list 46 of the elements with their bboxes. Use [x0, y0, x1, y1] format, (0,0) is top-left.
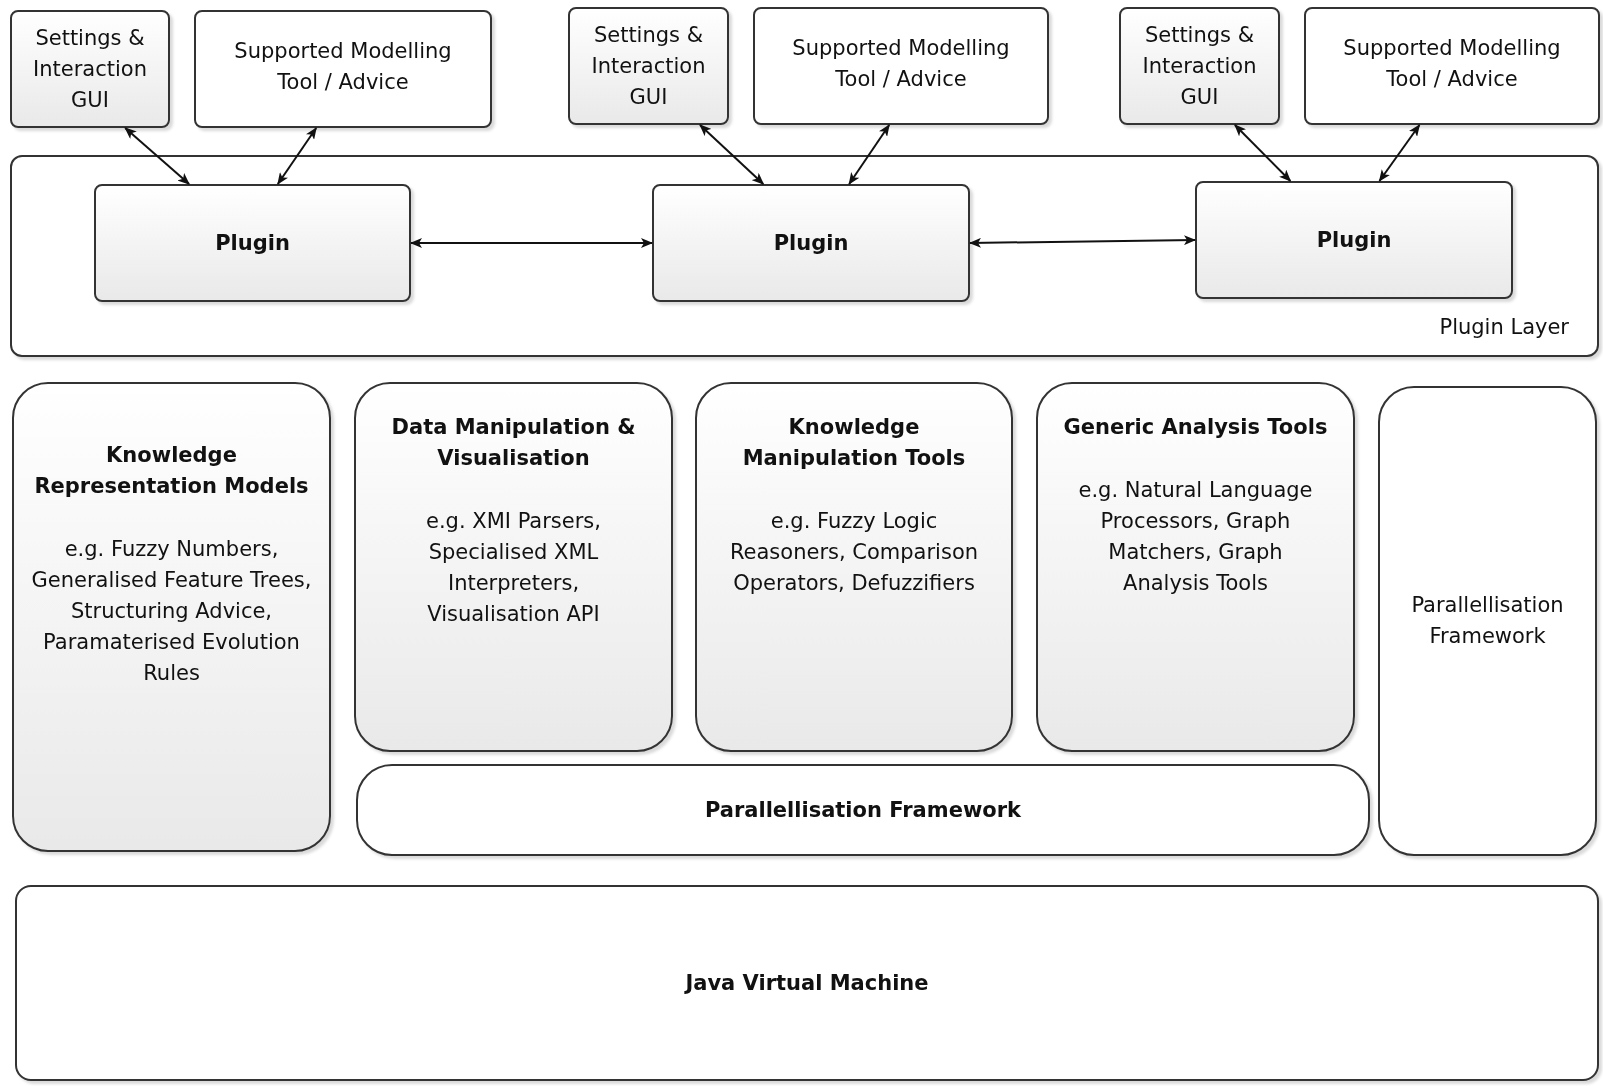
double-arrow	[1378, 124, 1421, 182]
heading-text: Plugin	[773, 229, 849, 257]
component-box	[1119, 7, 1280, 125]
double-arrow	[848, 124, 891, 185]
heading-text: Knowledge Representation Models	[33, 442, 310, 500]
body-text: Settings & Interaction GUI	[1141, 21, 1258, 111]
heading-text: Parallellisation Framework	[704, 796, 1022, 824]
body-text: e.g. Natural Language Processors, Graph Matchers, Graph Analysis Tools	[1077, 477, 1314, 597]
component-box	[1195, 181, 1513, 299]
double-arrow	[1233, 124, 1292, 182]
body-text: Plugin Layer	[1439, 314, 1569, 341]
component-box	[15, 885, 1599, 1081]
component-box	[1304, 7, 1600, 125]
double-arrow	[410, 238, 653, 248]
body-text: e.g. Fuzzy Logic Reasoners, Comparison Operators, Defuzzifiers	[728, 508, 980, 597]
heading-text: Plugin	[215, 229, 290, 257]
heading-text: Plugin	[1316, 226, 1392, 254]
component-box	[1036, 382, 1355, 752]
component-box	[753, 7, 1049, 125]
component-box	[1378, 386, 1597, 856]
body-text: Settings & Interaction GUI	[590, 21, 707, 111]
body-text: Settings & Interaction GUI	[32, 24, 148, 114]
heading-text: Knowledge Manipulation Tools	[741, 414, 967, 472]
component-box	[94, 184, 411, 302]
body-text: Supported Modelling Tool / Advice	[1342, 35, 1562, 93]
double-arrow	[969, 235, 1196, 248]
heading-text: Generic Analysis Tools	[1063, 414, 1328, 441]
body-text: Parallellisation Framework	[1410, 592, 1565, 650]
heading-text: Data Manipulation & Visualisation	[390, 414, 637, 472]
component-box	[652, 184, 970, 302]
component-box	[356, 764, 1370, 856]
component-box	[695, 382, 1013, 752]
body-text: e.g. XMI Parsers, Specialised XML Interpreters, Visualisation API	[425, 508, 602, 628]
double-arrow	[124, 127, 191, 185]
double-arrow	[699, 124, 765, 185]
component-box	[194, 10, 492, 128]
body-text: Supported Modelling Tool / Advice	[791, 35, 1011, 93]
double-arrow	[276, 127, 318, 185]
layer-panel	[10, 155, 1599, 357]
heading-text: Java Virtual Machine	[685, 969, 929, 997]
component-box	[12, 382, 331, 852]
component-box	[354, 382, 673, 752]
component-box	[10, 10, 170, 128]
body-text: Supported Modelling Tool / Advice	[233, 38, 453, 96]
component-box	[568, 7, 729, 125]
body-text: e.g. Fuzzy Numbers, Generalised Feature Trees, Structuring Advice, Paramaterised Evolution Rules	[30, 536, 313, 687]
